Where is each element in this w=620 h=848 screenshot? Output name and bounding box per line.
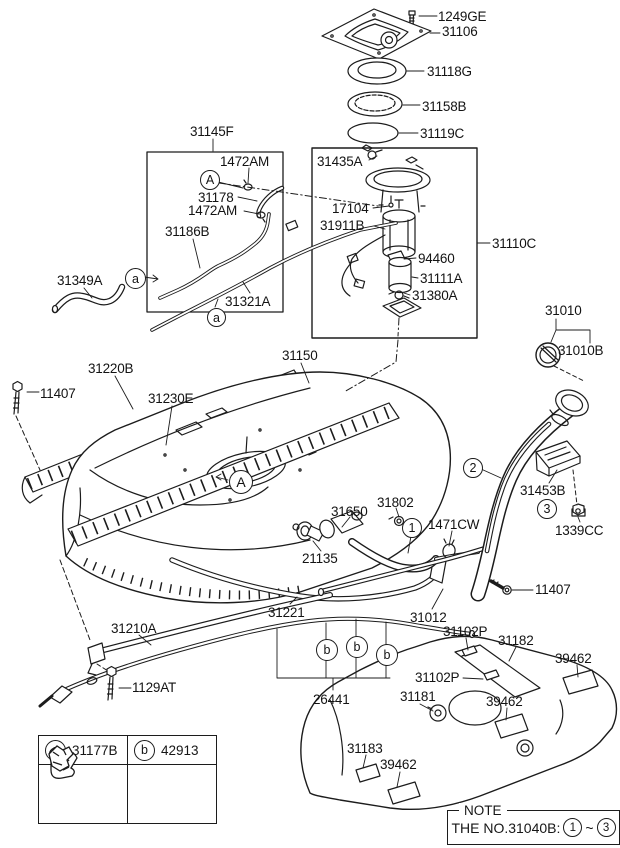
- part-label-31110C: 31110C: [492, 236, 537, 251]
- part-label-94460: 94460: [418, 251, 455, 266]
- callout-a-2: a: [207, 308, 226, 327]
- note-box: THE NO.31040B: 1 ~ 3: [447, 810, 620, 845]
- fuel-hoses-and-valves: [293, 511, 492, 596]
- part-label-31650: 31650: [331, 504, 368, 519]
- tank-shield-panel: [301, 636, 617, 809]
- legend-cell-b: b 42913: [128, 736, 216, 764]
- part-label-31453B: 31453B: [520, 483, 566, 498]
- part-label-31111A: 31111A: [420, 271, 463, 286]
- part-label-26441: 26441: [313, 692, 350, 707]
- callout-b-3: b: [376, 644, 398, 666]
- tank-plate-stack: [322, 9, 431, 143]
- part-label-39462-1: 39462: [555, 651, 592, 666]
- part-label-31380A: 31380A: [412, 288, 458, 303]
- part-label-17104: 17104: [332, 201, 369, 216]
- part-label-31102P-2: 31102P: [415, 670, 460, 685]
- tube-clip-icon: [39, 736, 79, 776]
- callout-b-2: b: [346, 636, 368, 658]
- callout-A-box: A: [200, 170, 220, 190]
- note-text: THE NO.31040B:: [451, 819, 561, 836]
- part-label-1249GE: 1249GE: [438, 9, 487, 24]
- part-label-11407-left: 11407: [40, 386, 76, 401]
- part-label-31802: 31802: [377, 495, 414, 510]
- part-label-31102P-1: 31102P: [443, 624, 488, 639]
- part-label-31010B: 31010B: [558, 343, 604, 358]
- callout-A-tank: A: [229, 470, 253, 494]
- part-label-31010: 31010: [545, 303, 582, 318]
- part-label-31145F: 31145F: [190, 124, 234, 139]
- part-label-31182: 31182: [498, 633, 534, 648]
- part-label-31012: 31012: [410, 610, 447, 625]
- legend-header-row: a 31177B b 42913: [39, 736, 216, 765]
- note-tilde: ~: [585, 819, 594, 836]
- part-label-31321A: 31321A: [225, 294, 271, 309]
- part-label-1129AT: 1129AT: [132, 680, 177, 695]
- callout-2: 2: [463, 458, 483, 478]
- note-title: NOTE: [459, 803, 507, 818]
- legend-icon-row: [39, 765, 216, 823]
- part-label-31230E: 31230E: [148, 391, 194, 406]
- mount-bolts: [13, 382, 116, 701]
- part-label-31911B: 31911B: [320, 218, 365, 233]
- assembly-dash-lines: [16, 183, 584, 671]
- part-label-39462-2: 39462: [486, 694, 523, 709]
- part-label-31186B: 31186B: [165, 224, 210, 239]
- part-label-31119C: 31119C: [420, 126, 465, 141]
- part-label-31118G: 31118G: [427, 64, 472, 79]
- legend-part-a: 31177B: [72, 742, 118, 758]
- callout-1: 1: [402, 518, 422, 538]
- part-label-1339CC: 1339CC: [555, 523, 604, 538]
- fuel-pump-module-box: [312, 145, 477, 338]
- note-callout-3: 3: [596, 818, 616, 837]
- vapor-tube: [40, 619, 475, 706]
- legend-part-b: 42913: [161, 742, 199, 758]
- callout-b-1: b: [316, 639, 338, 661]
- part-label-1471CW: 1471CW: [428, 517, 480, 532]
- part-label-31106: 31106: [442, 24, 478, 39]
- part-label-31150: 31150: [282, 348, 318, 363]
- part-label-31210A: 31210A: [111, 621, 157, 636]
- part-label-31221: 31221: [268, 605, 305, 620]
- part-label-1472AM-2: 1472AM: [188, 203, 238, 218]
- clip-icon-42913: [128, 765, 216, 823]
- label-leader-lines: [27, 16, 590, 787]
- fuel-filler-pipe: [478, 343, 592, 594]
- part-label-21135: 21135: [302, 551, 338, 566]
- callout-3: 3: [537, 499, 557, 519]
- part-label-31158B: 31158B: [422, 99, 467, 114]
- legend-callout-b: b: [134, 739, 155, 761]
- part-label-11407-right: 11407: [535, 582, 571, 597]
- note-callout-1: 1: [563, 818, 583, 837]
- fuel-tube-box: [53, 152, 397, 330]
- part-label-31220B: 31220B: [88, 361, 134, 376]
- part-label-39462-3: 39462: [380, 757, 417, 772]
- part-label-31178: 31178: [198, 190, 234, 205]
- part-label-31435A: 31435A: [317, 154, 363, 169]
- part-label-31181: 31181: [400, 689, 436, 704]
- clip-legend-table: a 31177B b 42913: [38, 735, 217, 824]
- part-label-1472AM-1: 1472AM: [220, 154, 270, 169]
- callout-a-1: a: [125, 268, 146, 289]
- part-label-31349A: 31349A: [57, 273, 103, 288]
- part-label-31183: 31183: [347, 741, 383, 756]
